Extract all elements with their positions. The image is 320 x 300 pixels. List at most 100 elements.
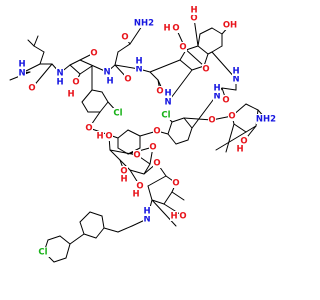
bond — [167, 133, 177, 145]
bond — [147, 175, 167, 187]
bond — [33, 35, 39, 47]
bond — [117, 43, 131, 53]
atom-label-bg — [143, 206, 151, 216]
bond — [171, 117, 185, 123]
bond — [211, 27, 223, 35]
atom-label-bg — [170, 211, 178, 221]
atom-label-bg — [85, 123, 93, 133]
bond — [179, 59, 193, 71]
bond — [47, 235, 61, 241]
atom-label-o-beta-oh: O — [72, 78, 79, 88]
atom-label-bg — [240, 136, 248, 146]
bond — [99, 101, 109, 113]
atom-label-bg — [236, 144, 244, 154]
atom-label-bg — [105, 131, 113, 141]
bond — [143, 163, 151, 175]
bonds — [9, 17, 267, 263]
bond — [183, 117, 213, 121]
atom-label-bg — [164, 97, 172, 107]
atom-label-bg — [190, 5, 198, 15]
atom-label-nh2-sugar: NH2 — [256, 115, 276, 125]
atom-label-o-glc-ring: O — [133, 151, 140, 161]
bond — [187, 127, 193, 141]
bond — [163, 191, 173, 205]
atom-label-bg — [111, 108, 125, 118]
atom-label-h-ch2oh: H — [96, 132, 103, 142]
atom-label-o-ar-oh1: O — [190, 14, 197, 24]
bond — [114, 51, 119, 66]
atom-label-bg — [222, 95, 230, 105]
atom-label-o-glc-oh2: O — [136, 182, 143, 192]
atom-label-h-amide6: H — [213, 84, 220, 94]
bond — [185, 45, 199, 51]
atom-label-bg — [90, 48, 98, 58]
atom-label-bg — [136, 181, 144, 191]
atom-label-bg — [133, 150, 141, 160]
atom-label-bg — [132, 189, 140, 199]
atom-label-o-ether2: O — [153, 127, 160, 137]
atom-label-o-glc-gly: O — [153, 159, 160, 169]
atom-label-n-amide6: N — [213, 92, 220, 102]
atom-label-bg — [56, 68, 64, 78]
atom-label-bg — [208, 115, 216, 125]
atom-label-bg — [135, 56, 143, 66]
atom-label-bg — [120, 174, 128, 184]
bond — [109, 149, 138, 156]
atom-label-bg — [121, 32, 129, 42]
bond — [221, 87, 237, 91]
atom-label-h-ar-oh2: H — [163, 24, 170, 34]
bond — [79, 221, 85, 235]
atom-label-o-sugar-ring1: O — [228, 112, 235, 122]
atom-label-o-amide2: O — [90, 49, 97, 59]
atom-label-h-amide5: H — [232, 67, 239, 77]
bond — [89, 211, 103, 217]
bond — [167, 121, 173, 135]
atom-label-bg — [28, 83, 36, 93]
atom-label-n-amide3: N — [135, 65, 142, 75]
atom-label-bg — [256, 114, 276, 124]
bond — [119, 159, 131, 171]
atom-label-bg — [190, 13, 198, 23]
atom-label-bg — [135, 64, 143, 74]
bond — [79, 211, 91, 223]
atom-label-cl-1: Cl — [113, 109, 122, 119]
atom-label-o-amide1: O — [28, 84, 35, 94]
atom-label-bg — [228, 111, 236, 121]
atom-label-o-asn: O — [121, 33, 128, 43]
bond — [175, 139, 189, 145]
bond — [147, 185, 153, 201]
atom-label-n-van: N — [143, 215, 150, 225]
atom-label-o-amide5: O — [179, 43, 186, 53]
atom-label-h-beta-oh: H — [67, 90, 74, 100]
atom-label-bg — [213, 83, 221, 93]
atom-label-o-van-oh: O — [179, 212, 186, 222]
bond — [69, 64, 81, 75]
bond — [79, 65, 93, 75]
bond — [109, 149, 121, 161]
bond — [81, 89, 93, 103]
bond — [101, 91, 109, 103]
atom-label-h-van-oh: H — [170, 212, 177, 222]
atom-label-h-amide1: H — [56, 78, 63, 88]
bond — [69, 59, 81, 66]
atom-label-bg — [156, 86, 164, 96]
atom-label-h-glc-oh1: H — [120, 175, 127, 185]
atom-label-o-ether1: O — [85, 124, 92, 134]
atom-label-nh2-asn: NH2 — [134, 19, 154, 29]
atom-label-o-ch2oh: O — [105, 132, 112, 142]
bond — [127, 129, 141, 137]
atom-label-bg — [120, 166, 128, 176]
bond — [95, 227, 105, 239]
atom-label-bg — [202, 64, 210, 74]
bond — [27, 39, 35, 47]
bond — [53, 257, 67, 263]
bond — [211, 45, 223, 53]
atom-label-o-ar-oh2: O — [172, 24, 179, 34]
atom-label-h-sugar-oh: H — [236, 145, 243, 155]
atom-label-cl-3: Cl — [38, 248, 47, 258]
bond — [81, 101, 89, 113]
atom-label-bg — [213, 91, 221, 101]
bond — [91, 89, 103, 93]
bond — [197, 33, 201, 47]
